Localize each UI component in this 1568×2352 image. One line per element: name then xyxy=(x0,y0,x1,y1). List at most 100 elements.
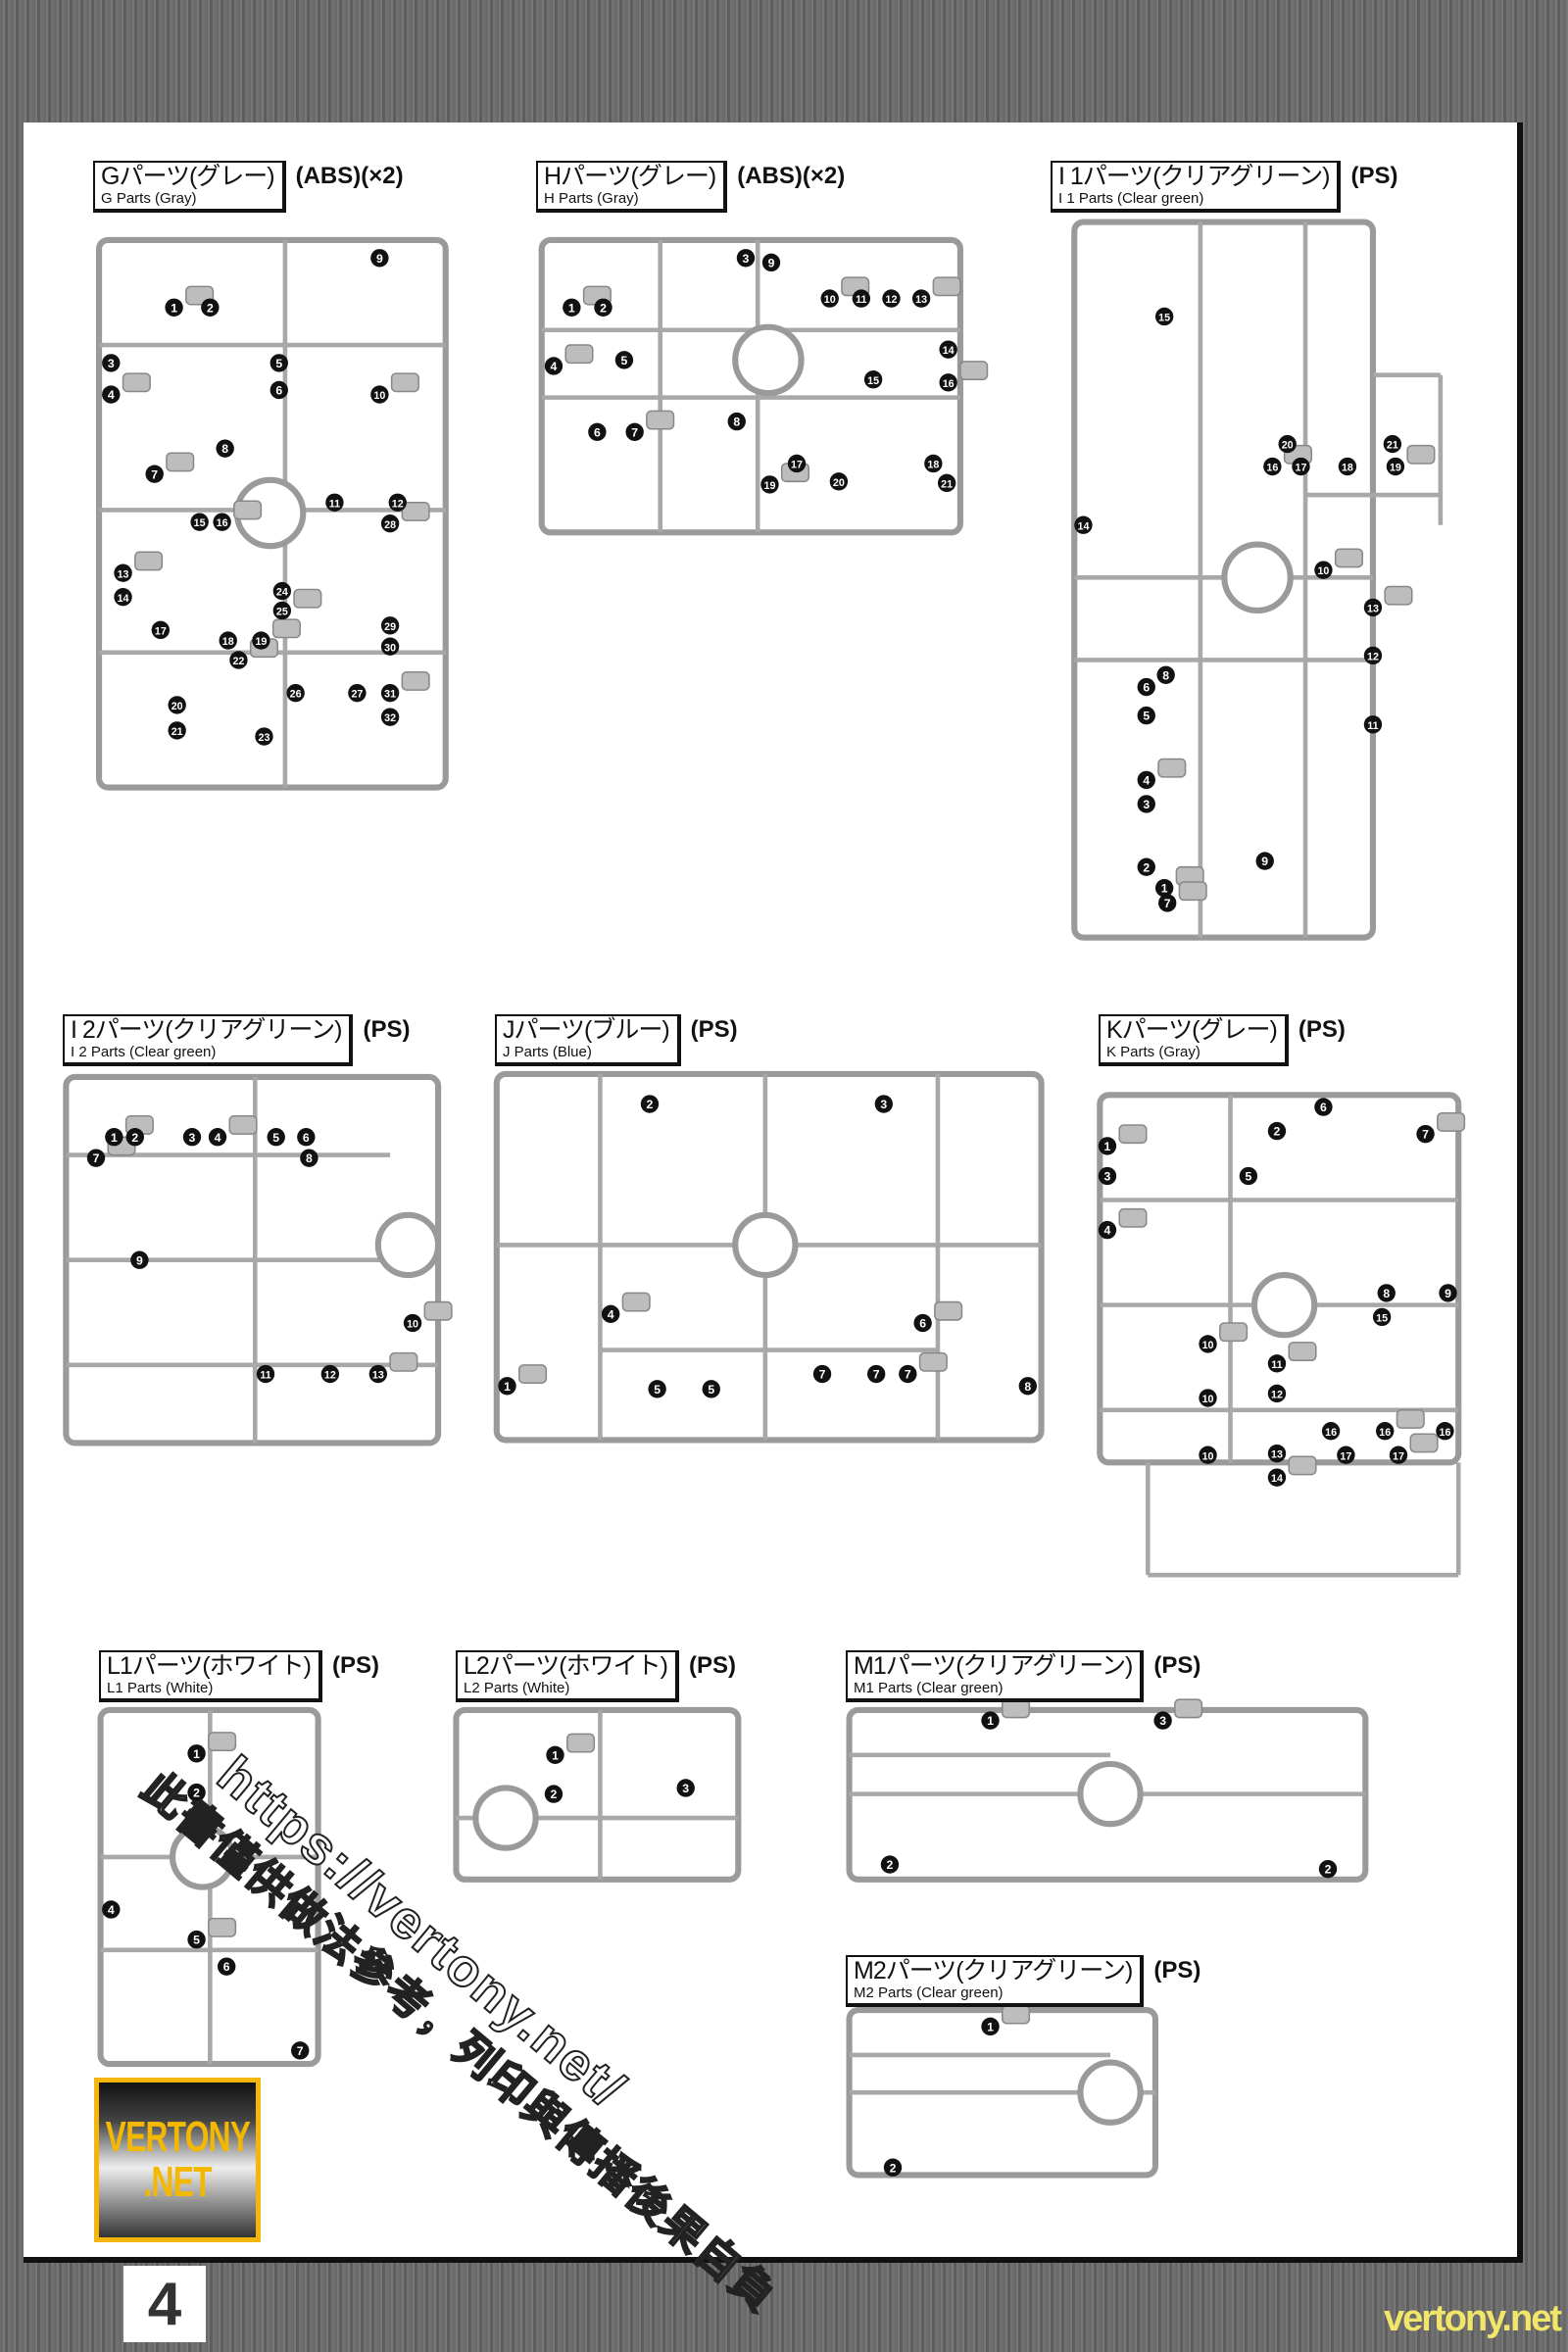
part-number-badge xyxy=(182,1128,202,1147)
part-number: 10 xyxy=(1202,1450,1214,1462)
part-number-marker: 11 xyxy=(852,289,871,308)
runner-frame xyxy=(493,1070,1045,1444)
runner-material: (PS) xyxy=(363,1016,411,1043)
part-number-badge xyxy=(256,1364,275,1384)
part-number: 21 xyxy=(172,726,183,738)
part-number: 10 xyxy=(407,1319,418,1331)
part-number-marker: 11 xyxy=(325,493,344,512)
part-number-marker: 10 xyxy=(820,289,839,308)
part-number-badge xyxy=(702,1380,720,1398)
part-number: 7 xyxy=(631,425,638,439)
part-number-marker: 20 xyxy=(1278,434,1297,454)
part-number-marker: 7 xyxy=(812,1364,832,1384)
runner-title-en: M2 Parts (Clear green) xyxy=(854,1984,1004,2001)
part-number: 5 xyxy=(272,1131,279,1145)
part-number-badge xyxy=(270,380,288,400)
part-number-badge xyxy=(874,1095,894,1113)
part-shape xyxy=(1437,1111,1466,1132)
part-number-marker: 1 xyxy=(563,298,581,317)
part-number: 19 xyxy=(255,636,267,648)
part-number: 3 xyxy=(743,252,750,266)
part-number-badge xyxy=(1199,1389,1217,1407)
runner-title-jp: I 2パーツ(クリアグリーン) xyxy=(71,1016,342,1044)
part-number-badge xyxy=(1377,1284,1396,1302)
part-number-badge xyxy=(229,651,248,669)
part-number: 3 xyxy=(189,1131,196,1145)
part-number-badge xyxy=(498,1377,516,1396)
part-number-badge xyxy=(588,422,607,441)
part-number-marker: 10 xyxy=(1199,1335,1217,1353)
part-shape xyxy=(122,372,151,393)
part-number: 23 xyxy=(259,732,270,744)
part-number-badge xyxy=(880,1855,900,1874)
part-number-marker: 32 xyxy=(380,708,400,726)
runner-title-jp: L1パーツ(ホワイト) xyxy=(107,1652,312,1680)
runner-title-en: I 2 Parts (Clear green) xyxy=(71,1044,217,1060)
part-number: 7 xyxy=(297,2044,304,2058)
part-number: 8 xyxy=(1024,1380,1031,1394)
runner-header-m1: M1パーツ(クリアグリーン)M1 Parts (Clear green) (PS… xyxy=(846,1650,1200,1702)
part-number-marker: 17 xyxy=(151,620,171,640)
part-number-marker: 8 xyxy=(300,1149,318,1167)
part-number-marker: 3 xyxy=(102,354,121,372)
part-number-marker: 17 xyxy=(1292,457,1310,476)
part-number: 11 xyxy=(1367,720,1378,732)
part-number-badge xyxy=(1263,457,1282,476)
part-number-badge xyxy=(563,298,581,317)
part-number-badge xyxy=(820,289,839,308)
part-number: 9 xyxy=(768,256,775,270)
part-number-marker: 3 xyxy=(676,1779,695,1797)
part-shape xyxy=(293,588,322,609)
part-number-badge xyxy=(368,1364,388,1384)
part-number: 12 xyxy=(324,1370,336,1382)
part-number-badge xyxy=(218,1957,236,1976)
part-number-marker: 10 xyxy=(1199,1446,1217,1464)
part-number: 9 xyxy=(1445,1287,1451,1300)
part-number-marker: 1 xyxy=(165,298,183,317)
part-number-badge xyxy=(380,616,400,635)
part-number: 5 xyxy=(654,1383,661,1396)
part-number: 25 xyxy=(276,607,288,618)
part-number-marker: 2 xyxy=(1267,1121,1287,1141)
part-number-marker: 6 xyxy=(1314,1098,1333,1116)
part-shape xyxy=(1174,1698,1203,1719)
runner-material: (PS) xyxy=(1298,1016,1346,1043)
part-number-badge xyxy=(1137,770,1155,790)
part-number: 8 xyxy=(306,1152,313,1165)
part-number-marker: 9 xyxy=(1255,852,1274,870)
part-number: 5 xyxy=(1245,1170,1251,1184)
part-number-badge xyxy=(380,683,400,703)
part-shape xyxy=(208,1732,237,1751)
runner-ring xyxy=(732,323,805,397)
part-shape xyxy=(1288,1342,1317,1362)
part-number: 22 xyxy=(232,656,244,667)
part-number-badge xyxy=(1363,598,1383,617)
part-number: 10 xyxy=(1317,565,1329,577)
part-number-badge xyxy=(1255,852,1274,870)
part-number-badge xyxy=(300,1149,318,1167)
part-number: 1 xyxy=(568,301,575,315)
part-number: 15 xyxy=(867,375,879,387)
part-number-marker: 7 xyxy=(291,2041,310,2060)
part-number-badge xyxy=(1318,1859,1338,1879)
part-number: 1 xyxy=(1104,1140,1111,1153)
part-number-badge xyxy=(1267,1121,1287,1141)
part-number-marker: 10 xyxy=(1199,1389,1217,1407)
runner-header-g: Gパーツ(グレー)G Parts (Gray) (ABS)(×2) xyxy=(93,161,404,213)
part-number-marker: 3 xyxy=(736,249,756,268)
part-number: 30 xyxy=(384,642,396,654)
part-number: 8 xyxy=(1162,668,1169,682)
vertony-logo: VERTONY .NET xyxy=(94,2078,261,2242)
part-number-badge xyxy=(924,454,943,473)
runner-title-en: I 1 Parts (Clear green) xyxy=(1058,190,1204,207)
runner-ring xyxy=(170,1824,236,1890)
runner-ring xyxy=(732,1211,799,1279)
part-number-marker: 1 xyxy=(981,1711,1000,1730)
logo-line2: .NET xyxy=(143,2158,212,2206)
part-number-badge xyxy=(267,1128,285,1147)
runner-material: (PS) xyxy=(1153,1652,1201,1679)
part-number: 5 xyxy=(621,354,628,368)
part-number-marker: 6 xyxy=(270,380,288,400)
runner-header-m2: M2パーツ(クリアグリーン)M2 Parts (Clear green) (PS… xyxy=(846,1955,1200,2007)
part-number: 5 xyxy=(708,1383,714,1396)
